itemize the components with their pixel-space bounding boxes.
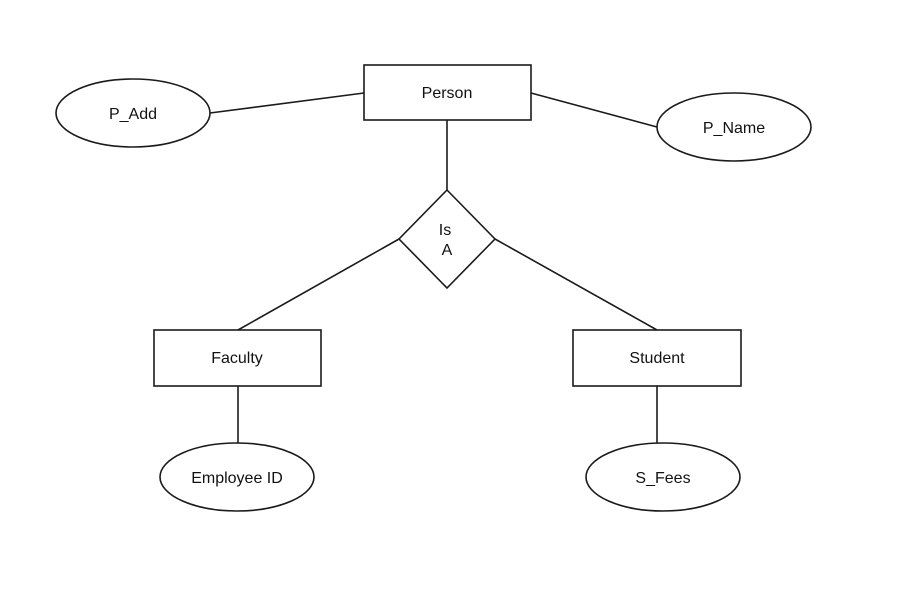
edge-isa-faculty	[237, 238, 400, 331]
entity-person-label: Person	[422, 85, 473, 102]
attribute-p-add: P_Add	[55, 78, 211, 148]
attribute-employee-id-label: Employee ID	[191, 470, 283, 487]
attribute-p-name-label: P_Name	[703, 120, 765, 137]
attribute-p-name: P_Name	[656, 92, 812, 162]
edge-person-p-name	[530, 92, 658, 128]
attribute-s-fees: S_Fees	[585, 442, 741, 512]
entity-student: Student	[572, 329, 742, 387]
attribute-p-add-label: P_Add	[109, 106, 157, 123]
relationship-is-a-line1: Is	[439, 222, 451, 239]
entity-faculty: Faculty	[153, 329, 322, 387]
entity-student-label: Student	[629, 350, 685, 367]
relationship-is-a: Is A	[397, 188, 497, 290]
entity-faculty-label: Faculty	[211, 350, 263, 367]
edge-person-p-add	[209, 92, 365, 114]
attribute-s-fees-label: S_Fees	[635, 470, 690, 487]
attribute-employee-id: Employee ID	[159, 442, 315, 512]
edge-isa-student	[494, 238, 658, 331]
relationship-is-a-line2: A	[442, 242, 453, 259]
entity-person: Person	[363, 64, 532, 121]
